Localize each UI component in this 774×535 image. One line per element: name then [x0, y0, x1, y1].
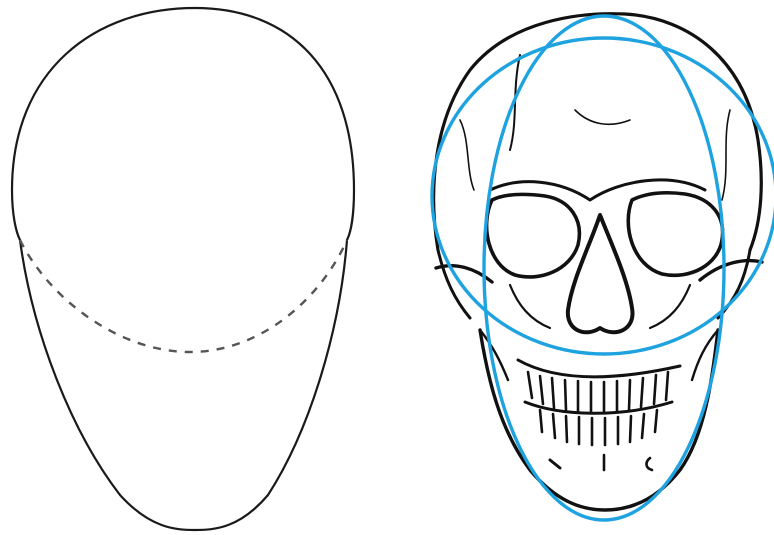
skull-crack-4 — [722, 110, 730, 200]
skull-brow-ridge — [490, 180, 705, 200]
egg-head-outline-icon — [0, 0, 370, 535]
skull-crack-2 — [575, 110, 630, 124]
skull-right-orbit — [628, 193, 722, 275]
skull-left-temple — [438, 250, 470, 318]
dashed-division-line — [20, 240, 347, 352]
skull-chin-mark-right — [646, 458, 652, 470]
skull-cranium-outline — [434, 14, 762, 250]
skull-front-icon — [400, 0, 774, 535]
skull-crack-3 — [460, 120, 474, 190]
skull-right-cheek — [650, 285, 690, 328]
head-outline-path — [12, 8, 354, 530]
skull-panel — [400, 0, 774, 535]
skull-mandible — [480, 330, 718, 510]
skull-left-cheek — [510, 285, 550, 328]
skull-lower-teeth — [540, 410, 657, 445]
skull-chin-mark-left — [550, 460, 560, 468]
skull-nasal-cavity — [568, 215, 633, 332]
head-outline-panel — [0, 0, 370, 535]
skull-bite-line — [525, 402, 672, 413]
skull-left-orbit — [487, 194, 580, 277]
